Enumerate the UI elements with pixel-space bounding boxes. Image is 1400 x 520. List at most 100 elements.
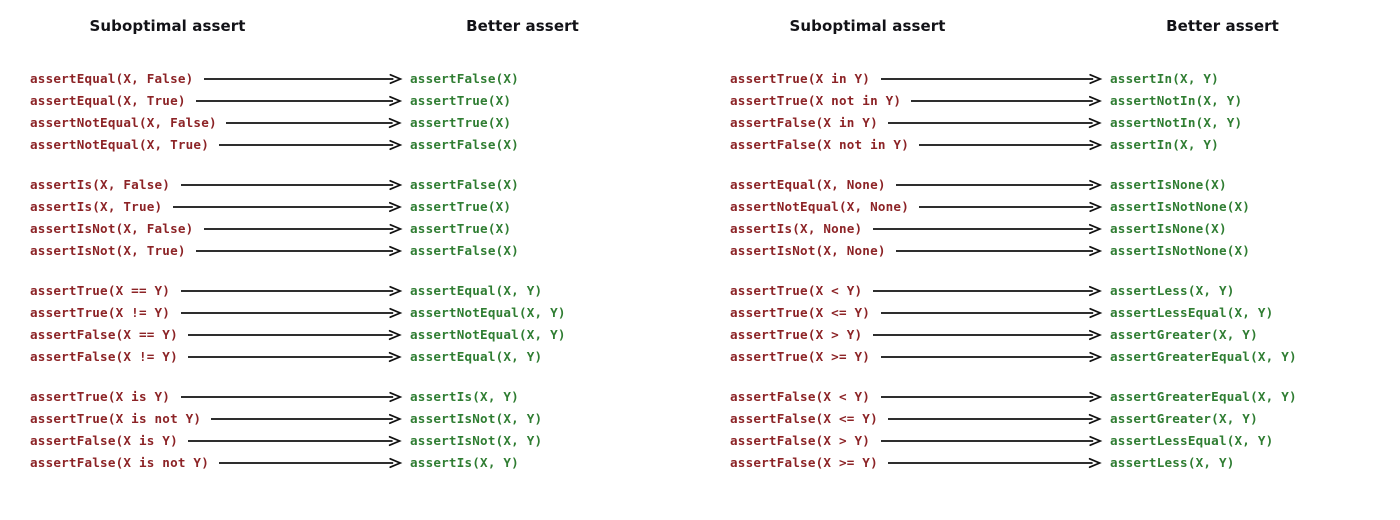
assert-mapping-row: assertIsNot(X, None) assertIsNotNone(X) xyxy=(700,240,1400,262)
better-assert-text: assertIsNotNone(X) xyxy=(1110,199,1251,214)
better-assert-text: assertLessEqual(X, Y) xyxy=(1110,433,1274,448)
column-header-better: Better assert xyxy=(1166,17,1279,35)
assert-mapping-row: assertTrue(X > Y) assertGreater(X, Y) xyxy=(700,324,1400,346)
assert-group: assertEqual(X, None)assertIsNone(X)asser… xyxy=(700,174,1400,262)
column-header-suboptimal: Suboptimal assert xyxy=(89,17,246,35)
better-assert-text: assertTrue(X) xyxy=(410,93,512,108)
suboptimal-assert-text: assertEqual(X, False) xyxy=(30,71,194,86)
suboptimal-assert-text: assertTrue(X <= Y) xyxy=(730,305,871,320)
suboptimal-assert-text: assertNotEqual(X, True) xyxy=(30,137,209,152)
assert-group: assertIs(X, False)assertFalse(X)assertIs… xyxy=(0,174,700,262)
assert-group: assertTrue(X < Y) assertLess(X, Y) assertT… xyxy=(700,280,1400,368)
assert-mapping-row: assertTrue(X == Y)assertEqual(X, Y) xyxy=(0,280,700,302)
assert-mapping-row: assertEqual(X, True)assertTrue(X) xyxy=(0,90,700,112)
better-assert-text: assertIsNotNone(X) xyxy=(1110,243,1251,258)
assert-mapping-row: assertTrue(X <= Y) assertLessEqual(X, Y) xyxy=(700,302,1400,324)
better-assert-text: assertIs(X, Y) xyxy=(410,389,519,404)
assert-mapping-row: assertTrue(X is not Y)assertIsNot(X, Y) xyxy=(0,408,700,430)
assert-mapping-row: assertNotEqual(X, None) assertIsNotNone(X… xyxy=(700,196,1400,218)
better-assert-text: assertNotEqual(X, Y) xyxy=(410,327,566,342)
better-assert-text: assertFalse(X) xyxy=(410,177,519,192)
suboptimal-assert-text: assertTrue(X in Y) xyxy=(730,71,871,86)
assert-mapping-row: assertFalse(X in Y)assertNotIn(X, Y) xyxy=(700,112,1400,134)
suboptimal-assert-text: assertNotEqual(X, None) xyxy=(730,199,909,214)
better-assert-text: assertIsNot(X, Y) xyxy=(410,411,543,426)
assert-mapping-row: assertTrue(X != Y) assertNotEqual(X, Y) xyxy=(0,302,700,324)
assert-mapping-row: assertFalse(X is not Y) assertIs(X, Y) xyxy=(0,452,700,474)
assert-mapping-row: assertFalse(X > Y) assertLessEqual(X, Y) xyxy=(700,430,1400,452)
suboptimal-assert-text: assertIs(X, True) xyxy=(30,199,163,214)
assert-mapping-row: assertIs(X, False)assertFalse(X) xyxy=(0,174,700,196)
column-header-suboptimal: Suboptimal assert xyxy=(789,17,946,35)
assert-mapping-row: assertIsNot(X, True) assertFalse(X) xyxy=(0,240,700,262)
suboptimal-assert-text: assertNotEqual(X, False) xyxy=(30,115,217,130)
suboptimal-assert-text: assertFalse(X >= Y) xyxy=(730,455,878,470)
suboptimal-assert-text: assertFalse(X is Y) xyxy=(30,433,178,448)
assert-mapping-row: assertEqual(X, False) assertFalse(X) xyxy=(0,68,700,90)
suboptimal-assert-text: assertEqual(X, None) xyxy=(730,177,886,192)
assert-mapping-row: assertFalse(X >= Y)assertLess(X, Y) xyxy=(700,452,1400,474)
assert-mapping-row: assertTrue(X is Y) assertIs(X, Y) xyxy=(0,386,700,408)
panel-left: Suboptimal assert Better assert assertEq… xyxy=(0,17,700,474)
assert-group: assertFalse(X < Y) assertGreaterEqual(X, … xyxy=(700,386,1400,474)
assert-group: assertTrue(X is Y)assertIs(X, Y)assertTr… xyxy=(0,386,700,474)
assert-mapping-row: assertNotEqual(X, True)assertFalse(X) xyxy=(0,134,700,156)
better-assert-text: assertTrue(X) xyxy=(410,115,512,130)
panel-right: Suboptimal assert Better assert assertTr… xyxy=(700,0,1400,520)
suboptimal-assert-text: assertFalse(X == Y) xyxy=(30,327,178,342)
better-assert-text: assertIn(X, Y) xyxy=(1110,137,1219,152)
suboptimal-assert-text: assertIsNot(X, None) xyxy=(730,243,886,258)
column-headers-left: Suboptimal assert Better assert xyxy=(0,17,700,43)
assert-mapping-row: assertTrue(X in Y) assertIn(X, Y) xyxy=(700,68,1400,90)
assert-mapping-row: assertIs(X, None) assertIsNone(X) xyxy=(700,218,1400,240)
column-header-better: Better assert xyxy=(466,17,579,35)
better-assert-text: assertNotEqual(X, Y) xyxy=(410,305,566,320)
better-assert-text: assertIsNone(X) xyxy=(1110,221,1227,236)
suboptimal-assert-text: assertFalse(X is not Y) xyxy=(30,455,209,470)
column-headers-right: Suboptimal assert Better assert xyxy=(700,17,1400,43)
suboptimal-assert-text: assertTrue(X < Y) xyxy=(730,283,863,298)
better-assert-text: assertTrue(X) xyxy=(410,221,512,236)
suboptimal-assert-text: assertTrue(X != Y) xyxy=(30,305,171,320)
assert-mapping-row: assertFalse(X < Y) assertGreaterEqual(X, … xyxy=(700,386,1400,408)
suboptimal-assert-text: assertIsNot(X, True) xyxy=(30,243,186,258)
suboptimal-assert-text: assertTrue(X >= Y) xyxy=(730,349,871,364)
better-assert-text: assertGreaterEqual(X, Y) xyxy=(1110,389,1297,404)
better-assert-text: assertTrue(X) xyxy=(410,199,512,214)
better-assert-text: assertFalse(X) xyxy=(410,243,519,258)
suboptimal-assert-text: assertFalse(X <= Y) xyxy=(730,411,878,426)
better-assert-text: assertGreater(X, Y) xyxy=(1110,327,1258,342)
suboptimal-assert-text: assertTrue(X > Y) xyxy=(730,327,863,342)
assert-mapping-row: assertFalse(X not in Y) assertIn(X, Y) xyxy=(700,134,1400,156)
assert-group: assertTrue(X == Y)assertEqual(X, Y)asser… xyxy=(0,280,700,368)
suboptimal-assert-text: assertTrue(X is Y) xyxy=(30,389,171,404)
suboptimal-assert-text: assertIs(X, None) xyxy=(730,221,863,236)
assert-mapping-row: assertEqual(X, None) assertIsNone(X) xyxy=(700,174,1400,196)
rows-right: assertTrue(X in Y)assertIn(X, Y)assertTr… xyxy=(700,68,1400,474)
suboptimal-assert-text: assertTrue(X not in Y) xyxy=(730,93,902,108)
assert-mapping-row: assertIs(X, True) assertTrue(X) xyxy=(0,196,700,218)
assert-mapping-row: assertFalse(X == Y) assertNotEqual(X, Y) xyxy=(0,324,700,346)
assert-mapping-row: assertTrue(X not in Y)assertNotIn(X, Y) xyxy=(700,90,1400,112)
suboptimal-assert-text: assertFalse(X != Y) xyxy=(30,349,178,364)
assert-mapping-row: assertTrue(X >= Y)assertGreaterEqual(X, … xyxy=(700,346,1400,368)
assert-mapping-row: assertFalse(X is Y)assertIsNot(X, Y) xyxy=(0,430,700,452)
better-assert-text: assertLess(X, Y) xyxy=(1110,283,1235,298)
better-assert-text: assertIn(X, Y) xyxy=(1110,71,1219,86)
suboptimal-assert-text: assertTrue(X == Y) xyxy=(30,283,171,298)
assert-mapping-row: assertNotEqual(X, False) assertTrue(X) xyxy=(0,112,700,134)
better-assert-text: assertIsNone(X) xyxy=(1110,177,1227,192)
assert-mapping-row: assertFalse(X != Y)assertEqual(X, Y) xyxy=(0,346,700,368)
assert-mapping-row: assertFalse(X <= Y) assertGreater(X, Y) xyxy=(700,408,1400,430)
better-assert-text: assertNotIn(X, Y) xyxy=(1110,115,1243,130)
better-assert-text: assertIs(X, Y) xyxy=(410,455,519,470)
rows-left: assertEqual(X, False)assertFalse(X)asser… xyxy=(0,68,700,474)
suboptimal-assert-text: assertFalse(X not in Y) xyxy=(730,137,909,152)
suboptimal-assert-text: assertFalse(X < Y) xyxy=(730,389,871,404)
better-assert-text: assertFalse(X) xyxy=(410,71,519,86)
better-assert-text: assertLessEqual(X, Y) xyxy=(1110,305,1274,320)
assert-mapping-row: assertIsNot(X, False)assertTrue(X) xyxy=(0,218,700,240)
better-assert-text: assertGreater(X, Y) xyxy=(1110,411,1258,426)
suboptimal-assert-text: assertFalse(X > Y) xyxy=(730,433,871,448)
